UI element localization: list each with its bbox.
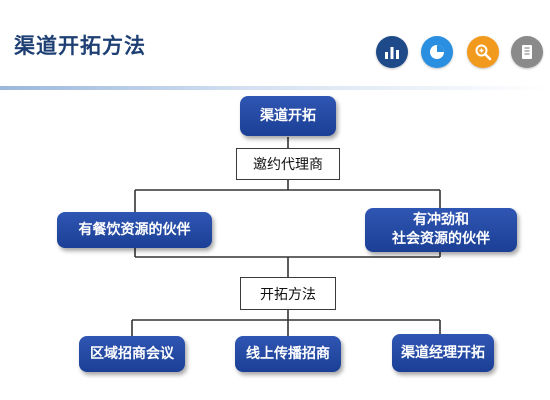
method-node-channel-manager: 渠道经理开拓 bbox=[392, 334, 494, 372]
pie-chart-icon[interactable] bbox=[421, 36, 453, 68]
notebook-icon[interactable] bbox=[511, 36, 543, 68]
magnifier-icon[interactable] bbox=[467, 36, 499, 68]
method-node-regional-meeting: 区域招商会议 bbox=[79, 336, 185, 372]
partner-node-catering: 有餐饮资源的伙伴 bbox=[57, 212, 212, 248]
bar-chart-icon[interactable] bbox=[376, 36, 408, 68]
page-title: 渠道开拓方法 bbox=[14, 34, 146, 58]
method-node-online-promotion: 线上传播招商 bbox=[235, 336, 341, 372]
invite-agents-node: 邀约代理商 bbox=[236, 148, 340, 180]
title-divider bbox=[0, 86, 550, 90]
root-node: 渠道开拓 bbox=[240, 96, 336, 136]
expansion-methods-node: 开拓方法 bbox=[240, 277, 336, 310]
partner-node-social: 有冲劲和 社会资源的伙伴 bbox=[365, 208, 517, 252]
